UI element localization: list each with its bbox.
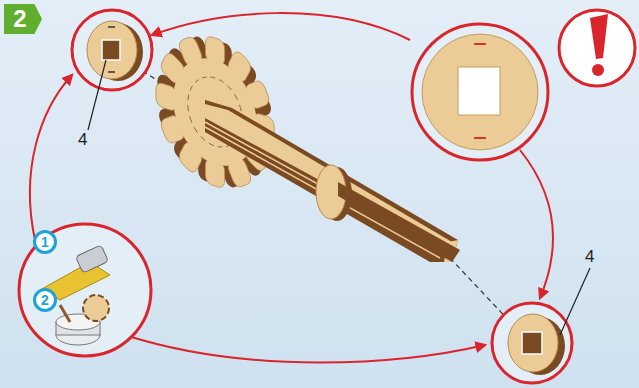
callout-number: 2	[33, 288, 57, 312]
washer	[316, 165, 460, 262]
detail-circle	[72, 10, 152, 130]
detail-circle	[412, 24, 548, 160]
node-text: 2	[13, 5, 26, 33]
warning-symbol	[559, 10, 635, 86]
callout-number: 1	[33, 230, 57, 254]
part-number: 4	[78, 130, 87, 150]
flow-arrows	[30, 13, 553, 362]
detail-circle	[492, 268, 590, 383]
tools-circle	[19, 224, 151, 356]
step-badge: 2	[4, 4, 42, 34]
part-number: 4	[585, 247, 594, 267]
node-text: 2	[41, 292, 49, 308]
node-text: 1	[41, 234, 49, 250]
